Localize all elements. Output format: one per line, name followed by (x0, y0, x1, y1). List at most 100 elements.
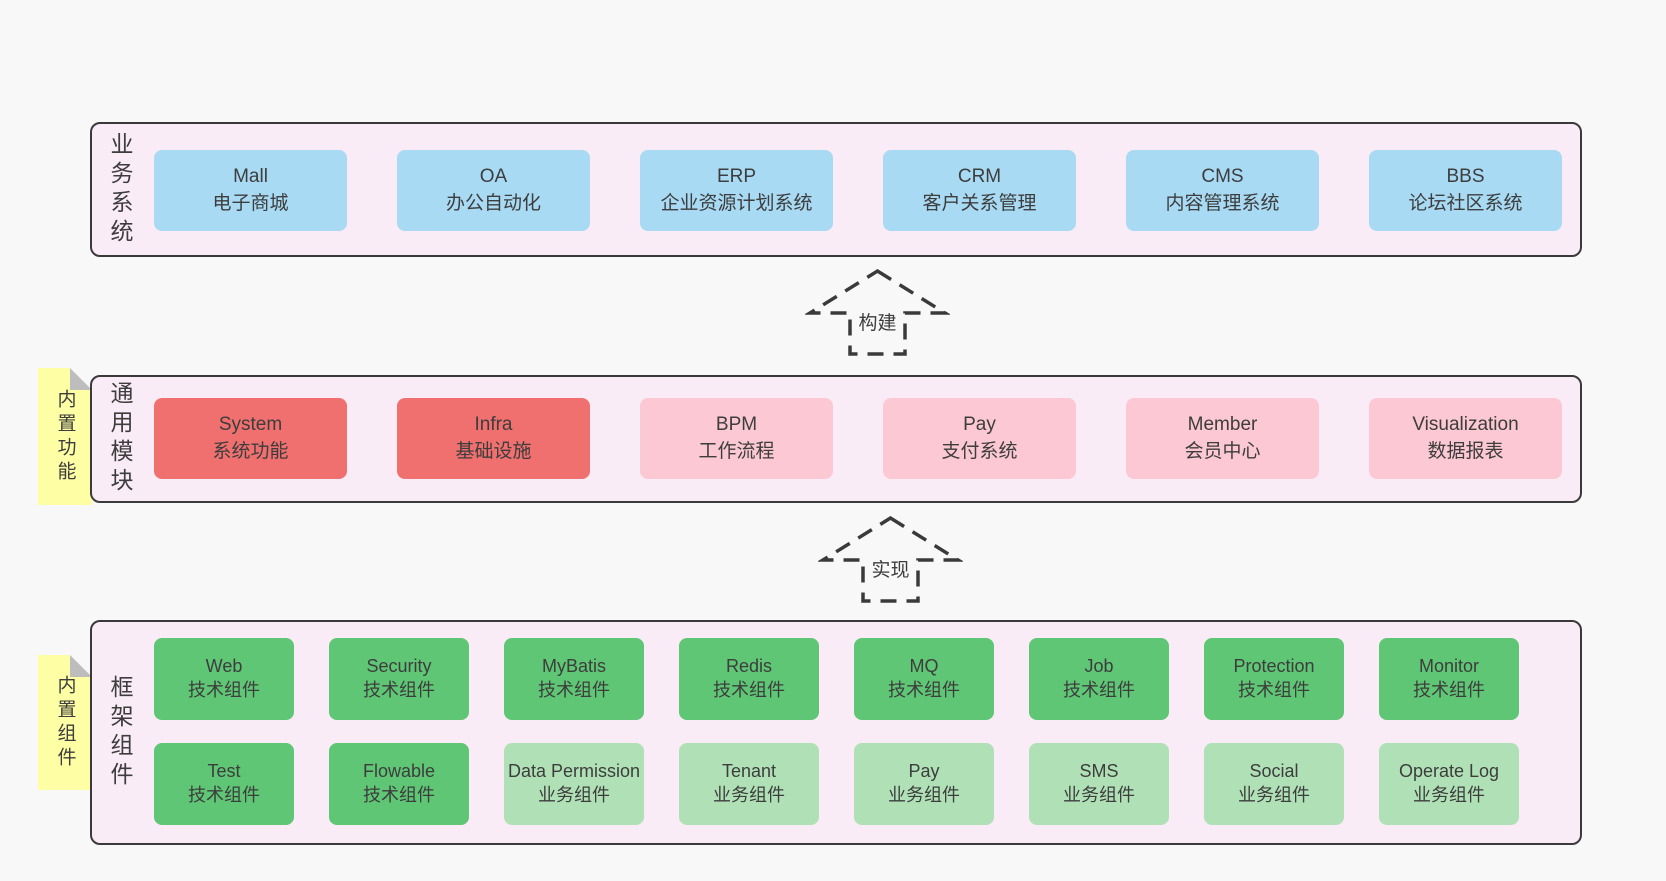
box-member: Member 会员中心 (1126, 398, 1319, 479)
box-desc: 支付系统 (941, 440, 1018, 462)
box-job: Job 技术组件 (1029, 638, 1169, 720)
up-arrow-icon: 构建 (805, 266, 950, 358)
box-desc: 技术组件 (363, 785, 435, 805)
box-desc: 技术组件 (363, 680, 435, 700)
box-name: Redis (725, 656, 773, 677)
box-name: Test (207, 761, 241, 782)
box-name: Security (366, 656, 432, 677)
box-monitor: Monitor 技术组件 (1379, 638, 1519, 720)
box-name: MyBatis (541, 656, 606, 677)
box-desc: 技术组件 (1413, 680, 1485, 700)
box-desc: 基础设施 (455, 440, 532, 462)
box-desc: 工作流程 (698, 440, 775, 462)
box-name: CRM (957, 166, 1002, 188)
box-name: Social (1249, 761, 1299, 782)
box-cms: CMS 内容管理系统 (1126, 150, 1319, 231)
box-desc: 论坛社区系统 (1408, 192, 1523, 214)
sticky-note-builtin-components: 内置组件 (38, 655, 92, 790)
up-arrow-icon: 实现 (818, 513, 963, 605)
box-name: Visualization (1412, 414, 1519, 436)
box-name: System (218, 414, 283, 436)
box-erp: ERP 企业资源计划系统 (640, 150, 833, 231)
band-label: 框架组件 (107, 674, 133, 791)
band-label: 通用模块 (107, 381, 133, 497)
box-name: MQ (909, 656, 939, 677)
box-name: Tenant (721, 761, 777, 782)
box-name: Monitor (1418, 656, 1480, 677)
box-name: Protection (1233, 656, 1315, 677)
box-social: Social 业务组件 (1204, 743, 1344, 825)
box-desc: 系统功能 (212, 440, 289, 462)
box-name: Infra (474, 414, 513, 436)
sticky-note-builtin-features: 内置功能 (38, 368, 92, 505)
box-mq: MQ 技术组件 (854, 638, 994, 720)
box-name: Member (1187, 414, 1258, 436)
box-desc: 业务组件 (1063, 785, 1135, 805)
box-desc: 内容管理系统 (1165, 192, 1280, 214)
box-desc: 技术组件 (188, 785, 260, 805)
box-bbs: BBS 论坛社区系统 (1369, 150, 1562, 231)
box-flowable: Flowable 技术组件 (329, 743, 469, 825)
box-row: System 系统功能 Infra 基础设施 BPM 工作流程 Pay 支付系统 Member 会… (154, 398, 1562, 479)
box-name: Web (205, 656, 243, 677)
box-desc: 业务组件 (1238, 785, 1310, 805)
box-desc: 电子商城 (212, 192, 289, 214)
box-desc: 技术组件 (1063, 680, 1135, 700)
box-name: CMS (1201, 166, 1244, 188)
box-pay: Pay 支付系统 (883, 398, 1076, 479)
box-oa: OA 办公自动化 (397, 150, 590, 231)
box-infra: Infra 基础设施 (397, 398, 590, 479)
box-name: ERP (716, 166, 757, 188)
box-desc: 数据报表 (1427, 440, 1504, 462)
box-desc: 业务组件 (713, 785, 785, 805)
band-label: 业务系统 (107, 131, 133, 248)
box-mall: Mall 电子商城 (154, 150, 347, 231)
box-desc: 业务组件 (538, 785, 610, 805)
box-mybatis: MyBatis 技术组件 (504, 638, 644, 720)
box-name: OA (479, 166, 508, 188)
arrow-label: 构建 (854, 308, 901, 335)
sticky-note-text: 内置组件 (54, 674, 76, 771)
sticky-note-text: 内置功能 (54, 388, 76, 485)
box-desc: 业务组件 (888, 785, 960, 805)
box-bpm: BPM 工作流程 (640, 398, 833, 479)
box-desc: 技术组件 (188, 680, 260, 700)
box-desc: 会员中心 (1184, 440, 1261, 462)
box-name: Operate Log (1398, 761, 1500, 782)
box-desc: 技术组件 (888, 680, 960, 700)
box-name: SMS (1079, 761, 1119, 782)
box-data-permission: Data Permission 业务组件 (504, 743, 644, 825)
box-redis: Redis 技术组件 (679, 638, 819, 720)
box-desc: 技术组件 (538, 680, 610, 700)
box-tenant: Tenant 业务组件 (679, 743, 819, 825)
box-sms: SMS 业务组件 (1029, 743, 1169, 825)
box-name: Job (1084, 656, 1114, 677)
box-name: Flowable (362, 761, 436, 782)
box-security: Security 技术组件 (329, 638, 469, 720)
box-desc: 办公自动化 (445, 192, 541, 214)
box-test: Test 技术组件 (154, 743, 294, 825)
arrow-label: 实现 (867, 555, 914, 582)
box-name: Pay (963, 414, 996, 436)
band-boxes: System 系统功能 Infra 基础设施 BPM 工作流程 Pay 支付系统 Member 会… (154, 398, 1562, 479)
box-name: BBS (1446, 166, 1485, 188)
box-name: Mall (233, 166, 268, 188)
box-name: Pay (908, 761, 940, 782)
box-desc: 企业资源计划系统 (660, 192, 813, 214)
box-system: System 系统功能 (154, 398, 347, 479)
box-desc: 技术组件 (713, 680, 785, 700)
box-name: BPM (715, 414, 758, 436)
box-web: Web 技术组件 (154, 638, 294, 720)
box-visualization: Visualization 数据报表 (1369, 398, 1562, 479)
box-name: Data Permission (507, 761, 641, 782)
band-common-modules: 通用模块 System 系统功能 Infra 基础设施 BPM 工作流程 Pay 支付系统 Me… (90, 375, 1582, 503)
